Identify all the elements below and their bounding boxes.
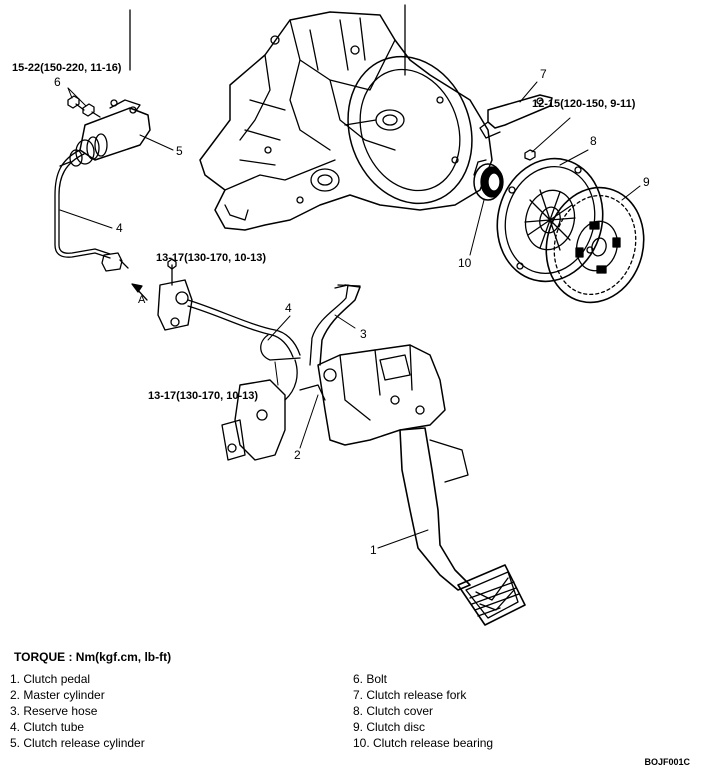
callout-1: 1 — [370, 543, 377, 557]
master-cylinder — [299, 344, 446, 446]
legend-item: 1. Clutch pedal — [10, 672, 91, 686]
legend-item: 7. Clutch release fork — [353, 688, 467, 702]
clutch-tube-upper — [54, 149, 129, 272]
transaxle-housing — [199, 11, 493, 231]
torque-tube-bracket-lower: 13-17(130-170, 10-13) — [148, 390, 259, 402]
torque-heading: TORQUE : Nm(kgf.cm, lb-ft) — [14, 650, 172, 664]
callout-6: 6 — [54, 75, 61, 89]
leader-lines — [59, 81, 641, 549]
legend-item: 3. Reserve hose — [10, 704, 98, 718]
callout-10: 10 — [458, 256, 472, 270]
torque-tube-bracket-upper: 13-17(130-170, 10-13) — [156, 252, 267, 264]
callout-4-lower: 4 — [285, 301, 292, 315]
reserve-hose — [309, 284, 361, 366]
legend-item: 2. Master cylinder — [10, 688, 105, 702]
view-a-arrow — [131, 283, 148, 301]
bracket-lower-left — [221, 379, 286, 461]
callout-5: 5 — [176, 144, 183, 158]
clutch-disc — [545, 186, 645, 304]
callout-3: 3 — [360, 327, 367, 341]
clutch-tube-lower — [157, 258, 301, 401]
callout-8: 8 — [590, 134, 597, 148]
legend-item: 8. Clutch cover — [353, 704, 434, 718]
fork-bolt — [524, 149, 536, 161]
release-fork — [479, 94, 553, 139]
clutch-pedal — [399, 427, 526, 626]
torque-release-fork: 12-15(120-150, 9-11) — [532, 98, 636, 110]
legend-left: 1. Clutch pedal 2. Master cylinder 3. Re… — [10, 671, 145, 751]
bolts-6 — [67, 95, 101, 118]
legend-item: 5. Clutch release cylinder — [10, 736, 145, 750]
callout-2: 2 — [294, 448, 301, 462]
legend-right: 6. Bolt 7. Clutch release fork 8. Clutch… — [353, 671, 493, 751]
legend-item: 9. Clutch disc — [353, 720, 426, 734]
release-cylinder — [59, 99, 151, 167]
legend-item: 6. Bolt — [353, 672, 388, 686]
callout-7: 7 — [540, 67, 547, 81]
release-bearing — [473, 159, 504, 201]
clutch-cover — [496, 157, 604, 283]
torque-release-cylinder: 15-22(150-220, 11-16) — [12, 62, 122, 74]
callout-9: 9 — [643, 175, 650, 189]
view-a-label: A — [138, 294, 146, 306]
legend-item: 10. Clutch release bearing — [353, 736, 494, 750]
figure-code: BOJF001C — [644, 757, 690, 767]
legend-item: 4. Clutch tube — [10, 720, 85, 734]
callout-4-upper: 4 — [116, 221, 123, 235]
